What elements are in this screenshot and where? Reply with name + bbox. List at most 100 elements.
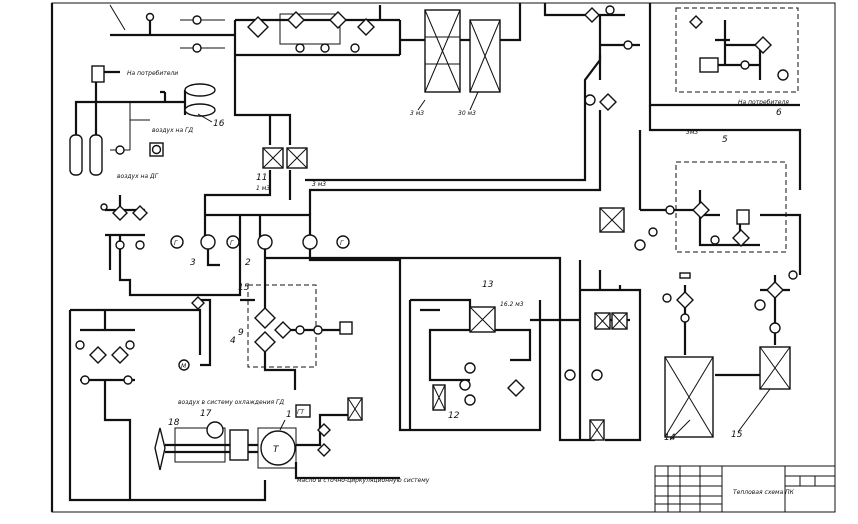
pump-icon xyxy=(464,394,476,406)
pump-icon xyxy=(313,325,323,335)
tank-leader xyxy=(417,99,426,111)
filter-box xyxy=(279,13,341,45)
turbine-generator xyxy=(302,234,318,250)
tank-leader xyxy=(469,91,479,111)
gauge-label: Г xyxy=(174,240,178,247)
filter-diamond xyxy=(584,7,600,23)
tank-feed xyxy=(400,3,522,42)
waste-line xyxy=(294,462,400,480)
cooler-diamond xyxy=(89,346,107,364)
filter-box xyxy=(339,321,353,335)
heater-diamond xyxy=(692,201,710,219)
center-right-circuit xyxy=(408,298,580,430)
callout-15b: 15 xyxy=(731,430,743,440)
cooler-diamond xyxy=(191,296,205,310)
callout-1: 1 xyxy=(286,410,292,420)
tank-cross xyxy=(589,419,605,441)
cooler-diamond xyxy=(132,205,148,221)
pump-icon xyxy=(665,205,675,215)
coupling xyxy=(174,427,226,463)
tank-cross xyxy=(594,312,628,330)
tank-cross xyxy=(469,306,496,333)
pump-icon xyxy=(464,362,476,374)
air-receiver xyxy=(69,134,83,176)
callout-11: 11 xyxy=(256,173,267,183)
leader-1 xyxy=(279,419,286,431)
to-consumers-label: На потребители xyxy=(127,70,178,77)
right-volume-label: 3м3 xyxy=(686,129,698,136)
air-to-system-label: воздух в систему охлаждения ГД xyxy=(178,399,284,406)
turbo-pump-line xyxy=(205,213,312,240)
propeller xyxy=(154,427,166,471)
motor-rotor xyxy=(151,144,162,155)
unit-6-boundary xyxy=(675,7,799,93)
cooler-diamond xyxy=(274,321,292,339)
filter-diamond xyxy=(676,291,694,309)
callout-9: 9 xyxy=(238,328,244,338)
tank-cross xyxy=(424,9,461,93)
gauge-icon xyxy=(145,12,155,22)
gt-label: ГТ xyxy=(297,409,305,416)
pump-icon xyxy=(115,145,125,155)
top-air-header xyxy=(110,20,237,55)
gauge-icon xyxy=(170,235,184,249)
hx-13-volume: 16.2 м3 xyxy=(500,301,524,308)
pump-icon xyxy=(350,43,360,53)
tank-cross xyxy=(262,147,308,169)
cooler-diamond xyxy=(507,379,525,397)
pump-icon xyxy=(777,69,789,81)
pump-icon xyxy=(680,313,690,323)
filter-diamond xyxy=(287,11,305,29)
pump-icon xyxy=(634,239,646,251)
title-block xyxy=(654,465,836,513)
heater-diamond xyxy=(732,229,750,247)
callout-15a: 15 xyxy=(238,283,250,293)
filter-diamond xyxy=(247,16,269,38)
title-block-grid xyxy=(655,466,835,512)
turbine-label: T xyxy=(273,445,280,455)
air-manifold xyxy=(91,65,105,83)
filter-diamond xyxy=(689,15,703,29)
tank-cross xyxy=(432,384,446,411)
cooler-diamond xyxy=(111,346,129,364)
callout-4: 4 xyxy=(230,336,236,346)
callout-13: 13 xyxy=(482,280,494,290)
cooler-diamond xyxy=(112,205,128,221)
pump-icon xyxy=(295,325,305,335)
to-consumers-right-label: На потребителя xyxy=(738,99,789,106)
right-header xyxy=(638,105,802,210)
pump-icon xyxy=(320,43,330,53)
cooler-diamond xyxy=(254,307,276,329)
air-receiver xyxy=(89,134,103,176)
turbine-casing xyxy=(257,427,297,469)
pressure-gauge xyxy=(754,299,766,311)
pump-icon xyxy=(192,43,202,53)
unit-5-box xyxy=(736,209,750,225)
tank-2-volume: 30 м3 xyxy=(458,110,476,117)
air-to-dg-label: воздух на ДГ xyxy=(117,173,159,180)
pump-icon xyxy=(80,375,90,385)
turbine-valve xyxy=(317,443,331,457)
return-line xyxy=(308,55,602,215)
return-line-2 xyxy=(305,130,587,182)
leader-16 xyxy=(197,113,213,123)
cooler-diamond xyxy=(254,331,276,353)
tank-cross xyxy=(469,19,501,93)
gauge-icon xyxy=(662,293,672,303)
pump-icon xyxy=(584,94,596,106)
gauge-cap xyxy=(679,272,691,279)
callout-12: 12 xyxy=(448,411,460,421)
pressure-label: М xyxy=(181,363,187,370)
pump-icon xyxy=(75,340,85,350)
left-circuit xyxy=(105,195,242,297)
gearbox xyxy=(229,429,249,461)
callout-16: 16 xyxy=(213,119,225,129)
top-leader xyxy=(109,4,126,31)
pump-icon xyxy=(591,369,603,381)
top-branch-valves xyxy=(180,19,225,49)
tank-vol-label: 3 м3 xyxy=(312,181,326,188)
tank-cross xyxy=(664,356,714,438)
tank-cross xyxy=(347,397,363,421)
pump-icon xyxy=(605,5,615,15)
